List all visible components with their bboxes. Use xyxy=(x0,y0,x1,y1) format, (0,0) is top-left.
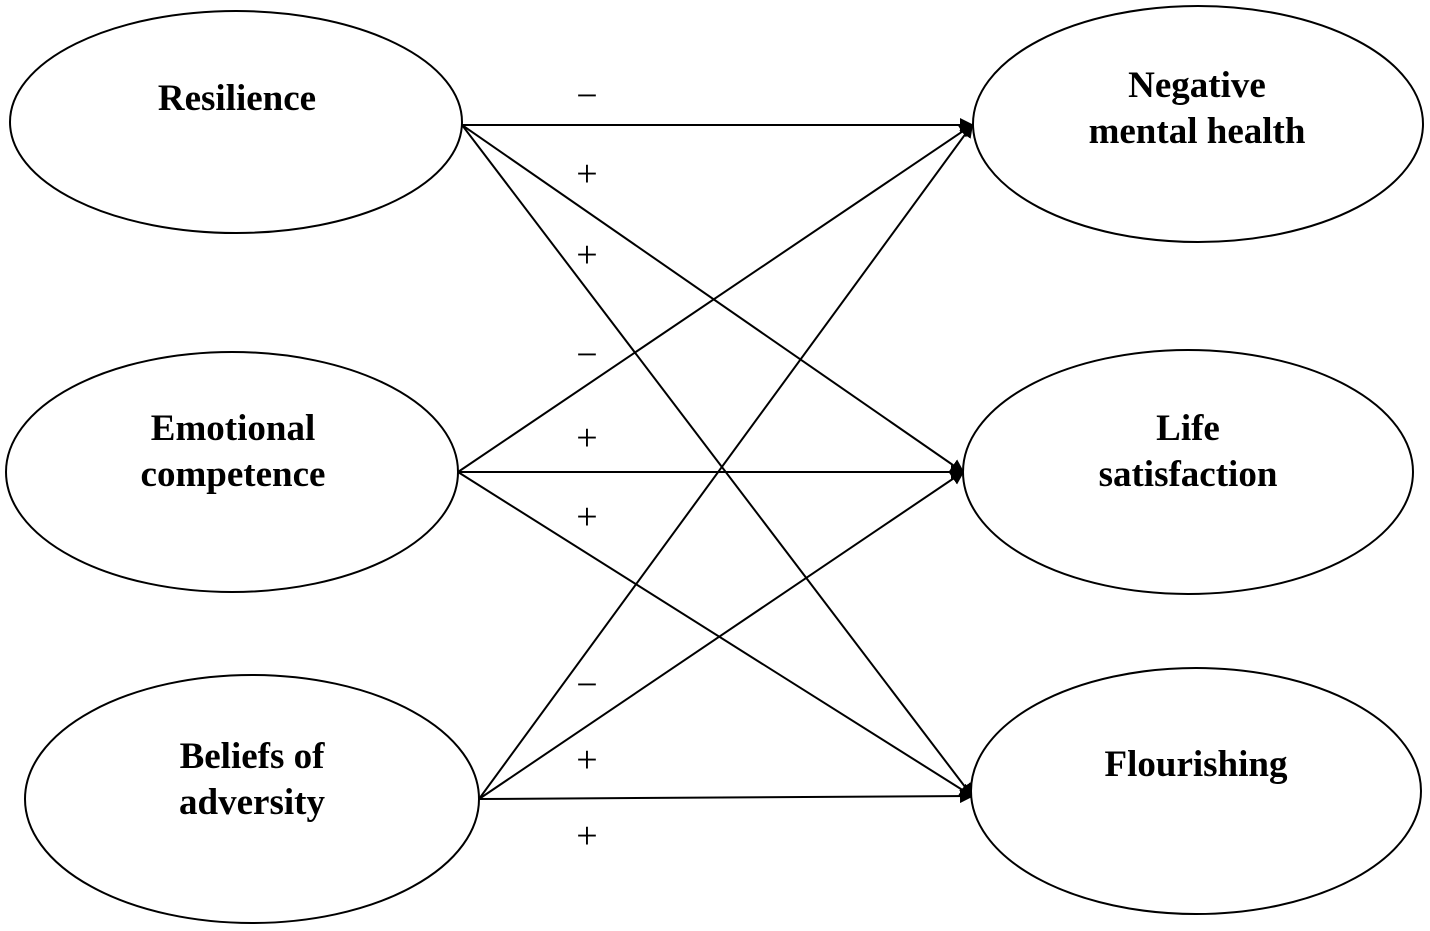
sign-resilience-flourishing: + xyxy=(576,234,597,276)
sign-beliefs-negative: − xyxy=(576,664,597,706)
edge-resilience-to-flourishing xyxy=(461,124,974,798)
sign-resilience-negative: − xyxy=(576,75,597,117)
node-beliefs-of-adversity: Beliefs of adversity xyxy=(24,674,480,924)
node-emotional-competence-label-line-1: Emotional xyxy=(151,408,315,449)
node-negative-mental-health-label-line-2: mental health xyxy=(1089,111,1306,152)
sign-resilience-life: + xyxy=(576,153,597,195)
node-beliefs-of-adversity-ellipse xyxy=(24,674,480,924)
edges-group xyxy=(457,118,974,804)
sign-emotional-flourishing: + xyxy=(576,496,597,538)
node-negative-mental-health-ellipse xyxy=(972,5,1424,243)
edge-beliefs-of-adversity-to-flourishing xyxy=(478,789,974,804)
node-emotional-competence-ellipse xyxy=(5,351,459,593)
node-life-satisfaction: Life satisfaction xyxy=(962,349,1414,595)
node-negative-mental-health-label-line-1: Negative xyxy=(1128,65,1266,106)
node-life-satisfaction-ellipse xyxy=(962,349,1414,595)
sign-beliefs-flourishing: + xyxy=(576,815,597,857)
node-resilience-label: Resilience xyxy=(158,78,316,119)
node-resilience: Resilience xyxy=(9,10,463,234)
edge-beliefs-of-adversity-to-life-satisfaction xyxy=(478,470,965,800)
node-emotional-competence: Emotional competence xyxy=(5,351,459,593)
sign-beliefs-life: + xyxy=(576,739,597,781)
edge-emotional-competence-to-flourishing xyxy=(457,471,974,798)
node-flourishing-ellipse xyxy=(970,667,1422,915)
sign-emotional-negative: − xyxy=(576,334,597,376)
edge-resilience-to-life-satisfaction xyxy=(461,124,965,474)
sign-labels: − + + − + + − + + xyxy=(576,75,597,857)
node-flourishing: Flourishing xyxy=(970,667,1422,915)
node-beliefs-of-adversity-label-line-2: adversity xyxy=(179,782,325,823)
edge-beliefs-of-adversity-to-negative-mental-health xyxy=(478,123,974,800)
node-beliefs-of-adversity-label-line-1: Beliefs of xyxy=(180,736,326,777)
node-life-satisfaction-label-line-2: satisfaction xyxy=(1099,454,1278,495)
edge-emotional-competence-to-negative-mental-health xyxy=(457,123,974,473)
node-negative-mental-health: Negative mental health xyxy=(972,5,1424,243)
node-life-satisfaction-label-line-1: Life xyxy=(1156,408,1220,449)
node-resilience-ellipse xyxy=(9,10,463,234)
node-flourishing-label: Flourishing xyxy=(1105,744,1288,785)
sign-emotional-life: + xyxy=(576,417,597,459)
node-emotional-competence-label-line-2: competence xyxy=(141,454,326,495)
